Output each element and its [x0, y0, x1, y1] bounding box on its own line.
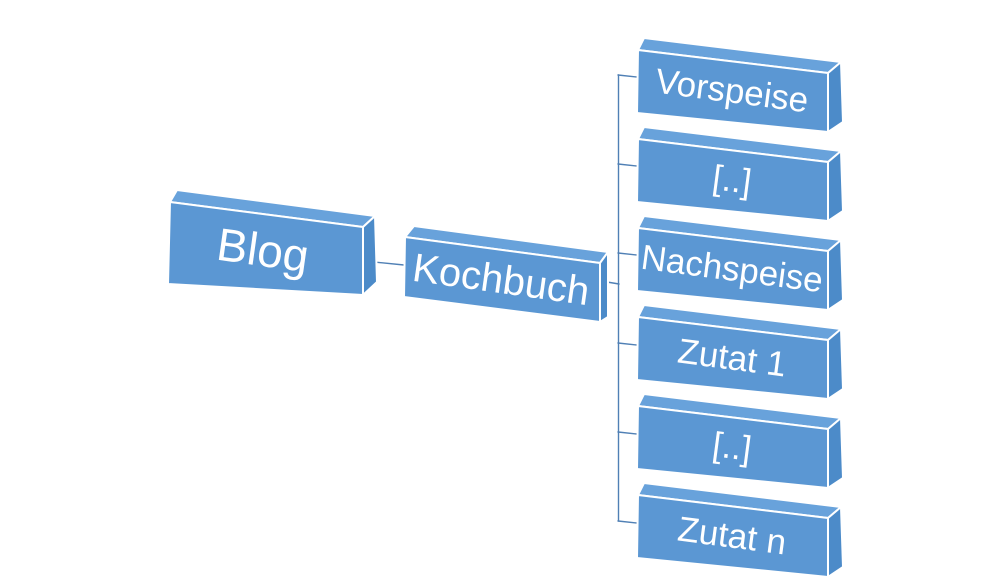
box-side-face [362, 215, 378, 296]
connector-branch-placeholder-1 [617, 163, 638, 167]
box-front-face [403, 236, 601, 323]
connector-branch-nachspeise [617, 252, 638, 256]
node-blog: Blog [167, 189, 378, 296]
node-zutat-n: Zutat n [636, 482, 844, 578]
node-nachspeise: Nachspeise [636, 215, 844, 311]
connector-branch-zutat-1 [617, 342, 638, 346]
box-front-face [636, 49, 829, 133]
box-side-face [827, 328, 844, 400]
box-front-face [167, 201, 364, 296]
node-vorspeise: Vorspeise [636, 37, 844, 133]
box-front-face [636, 227, 829, 311]
node-kochbuch: Kochbuch [403, 225, 609, 323]
connectors [363, 74, 638, 524]
connector-branch-zutat-n [617, 520, 638, 524]
box-side-face [827, 61, 844, 133]
node-placeholder-1: [..] [636, 126, 844, 222]
node-placeholder-2: [..] [636, 393, 844, 489]
box-side-face [827, 506, 844, 578]
box-side-face [599, 251, 609, 323]
box-front-face [636, 405, 829, 489]
box-side-face [827, 417, 844, 489]
node-label-placeholder-1: [..] [710, 158, 754, 202]
node-zutat-1: Zutat 1 [636, 304, 844, 400]
connector-branch-placeholder-2 [617, 431, 638, 435]
box-front-face [636, 316, 829, 400]
node-label-blog: Blog [214, 218, 312, 282]
box-front-face [636, 138, 829, 222]
box-side-face [827, 150, 844, 222]
connector-branch-vorspeise [617, 74, 638, 78]
node-label-placeholder-2: [..] [710, 425, 754, 469]
box-side-face [827, 239, 844, 311]
box-front-face [636, 494, 829, 578]
